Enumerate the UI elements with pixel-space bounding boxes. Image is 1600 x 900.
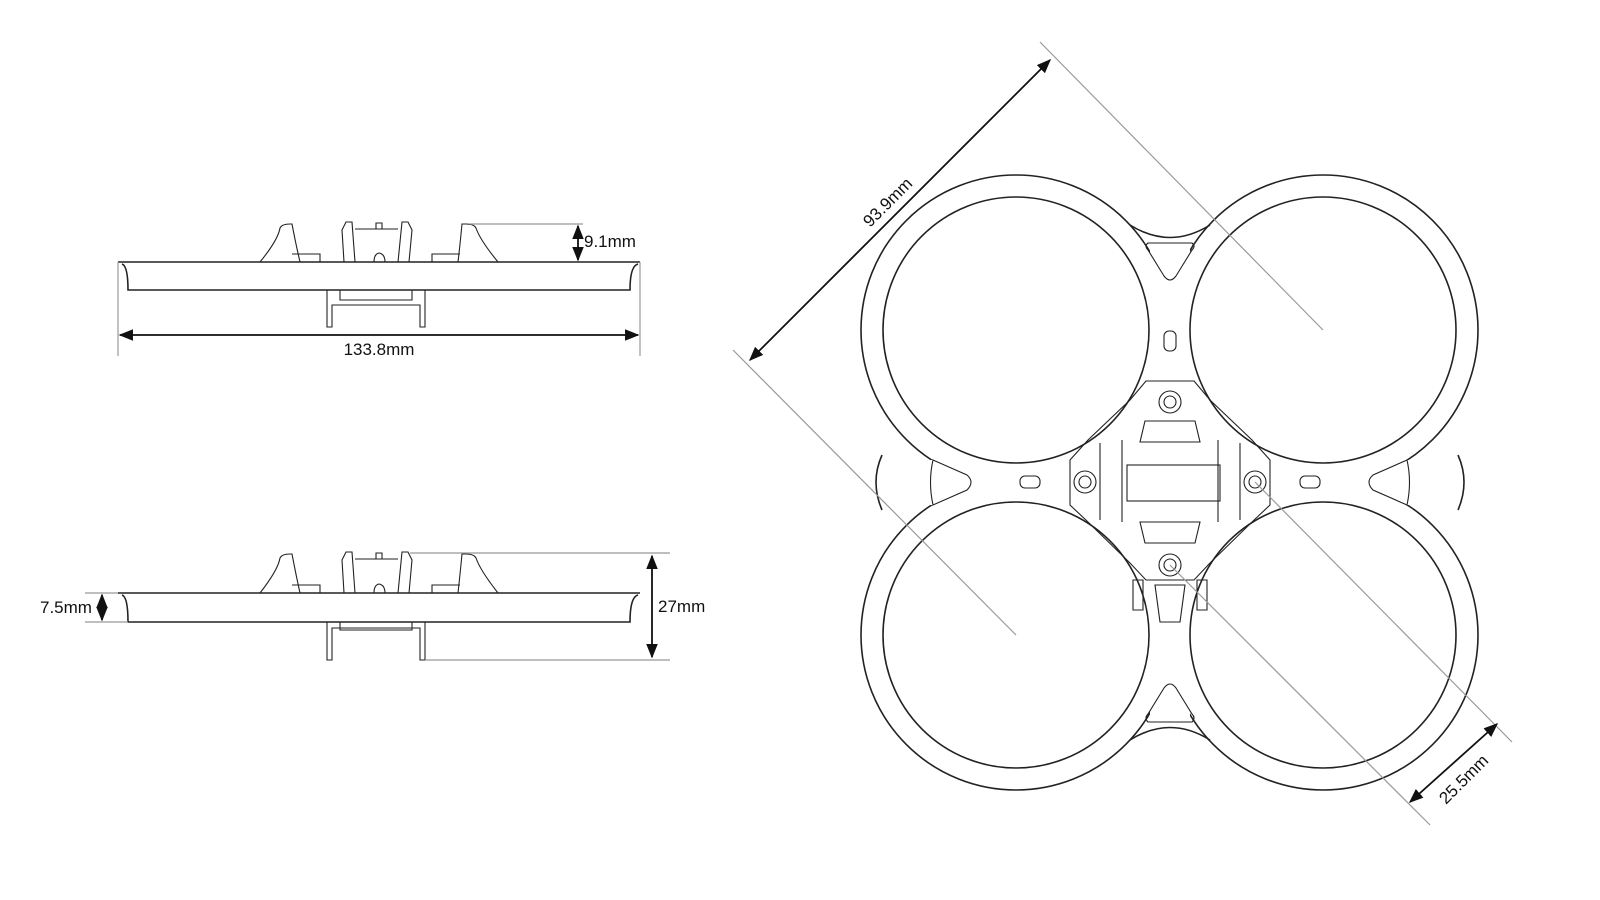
frame-plate — [118, 261, 640, 291]
frame-outline-joins — [875, 224, 1465, 741]
duct-post-left — [259, 553, 321, 594]
fc-board-slot — [1126, 464, 1221, 502]
duct-post-right — [431, 223, 499, 263]
side-view-bottom: 7.5mm 27mm — [40, 551, 705, 661]
frame-plate — [118, 592, 640, 623]
stack-mount — [341, 551, 413, 594]
duct-post-right — [431, 553, 499, 594]
duct-post-left — [259, 223, 321, 263]
stack-mount — [341, 221, 413, 263]
duct-spacing-dimension-line — [748, 58, 1052, 362]
duct-outer-rings — [860, 174, 1479, 791]
landing-gear — [326, 622, 426, 661]
top-view: 93.9mm 25.5mm — [732, 41, 1513, 826]
landing-gear — [326, 290, 426, 328]
duct-radius-dimension-line — [1408, 723, 1499, 803]
flight-controller-mount — [1069, 380, 1271, 623]
thickness-label: 7.5mm — [40, 598, 92, 617]
height-label: 9.1mm — [584, 232, 636, 251]
extension-line — [1254, 481, 1513, 743]
extension-line — [732, 349, 1017, 636]
side-view-top: 133.8mm 9.1mm — [117, 221, 641, 359]
extension-line — [1039, 41, 1324, 331]
width-label: 133.8mm — [344, 340, 415, 359]
duct-radius-label: 25.5mm — [1435, 751, 1492, 808]
extension-line — [1169, 564, 1431, 826]
frame-cutouts — [929, 242, 1411, 723]
total-height-label: 27mm — [658, 597, 705, 616]
